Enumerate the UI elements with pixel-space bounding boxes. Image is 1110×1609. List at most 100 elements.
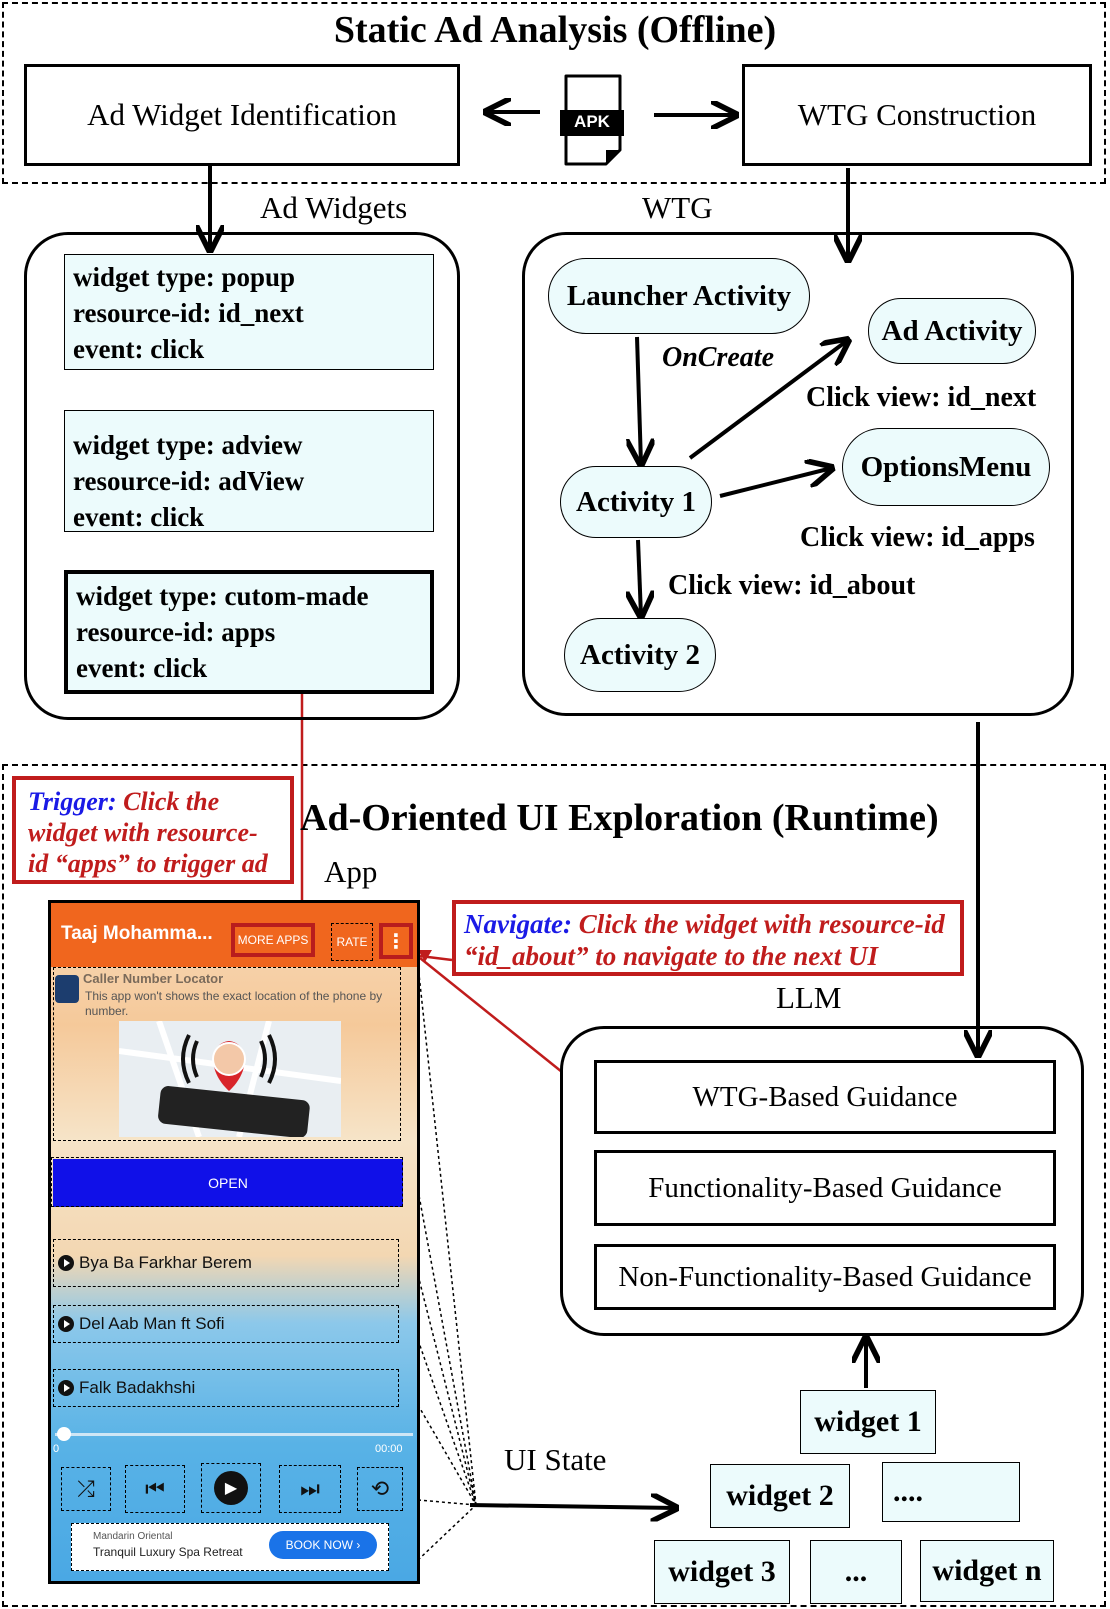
song-title: Falk Badakhshi: [79, 1378, 196, 1397]
guidance-non-functionality-based: Non-Functionality-Based Guidance: [594, 1244, 1056, 1310]
navigate-line-1: Navigate: Click the widget with resource…: [464, 908, 960, 940]
apk-file-icon: APK: [560, 74, 626, 166]
node-activity-2: Activity 2: [564, 618, 716, 692]
ad-container[interactable]: [53, 967, 401, 1141]
play-circle-icon: [58, 1255, 74, 1271]
previous-button[interactable]: ⏮: [125, 1465, 185, 1513]
edge-launcher-activity1: [637, 336, 641, 464]
app-screenshot: Taaj Mohamma... MORE APPS RATE ⋮ Caller …: [48, 900, 420, 1584]
shuffle-button[interactable]: ⤮: [61, 1467, 111, 1511]
shuffle-icon: ⤮: [77, 1476, 95, 1501]
app-label: App: [324, 854, 378, 889]
card-line: resource-id: adView: [73, 466, 305, 496]
red-navigate-arrowhead: [418, 950, 432, 962]
llm-label: LLM: [776, 980, 842, 1015]
card-line: widget type: adview: [73, 430, 303, 460]
edge-activity1-ad: [688, 340, 848, 460]
card-line: event: click: [73, 334, 205, 364]
ad-description: This app won't shows the exact location …: [85, 989, 383, 1018]
edge-activity1-activity2: [638, 539, 641, 616]
static-title: Static Ad Analysis (Offline): [333, 9, 777, 51]
repeat-icon: ⟲: [370, 1476, 390, 1501]
ui-widget-2: widget 2: [710, 1464, 850, 1528]
apk-label: APK: [574, 112, 610, 131]
trigger-line-1: Trigger: Click the: [28, 786, 290, 817]
seek-thumb[interactable]: [57, 1427, 71, 1441]
trigger-line-3: id “apps” to trigger ad: [28, 849, 268, 878]
banner-brand: Mandarin Oriental: [93, 1531, 173, 1542]
ad-open-button[interactable]: OPEN: [53, 1159, 403, 1207]
node-options-menu: OptionsMenu: [842, 428, 1050, 506]
node-ad-activity: Ad Activity: [868, 298, 1036, 364]
edge-label-click-about: Click view: id_about: [668, 570, 916, 601]
ui-widget-more-1: ....: [882, 1462, 1020, 1522]
card-line: widget type: popup: [73, 262, 296, 292]
ad-widgets-panel: [24, 232, 460, 720]
rate-button[interactable]: RATE: [331, 923, 373, 961]
red-navigate-line-to-llm: [419, 957, 563, 1073]
navigate-callout: Navigate: Click the widget with resource…: [452, 900, 964, 976]
more-apps-button[interactable]: MORE APPS: [231, 923, 315, 957]
ui-widget-n: widget n: [920, 1540, 1054, 1602]
song-item-3[interactable]: Falk Badakhshi: [53, 1369, 399, 1407]
edge-label-click-apps: Click view: id_apps: [800, 522, 1035, 553]
wtg-label: WTG: [642, 190, 713, 225]
widget-card-custom: widget type: cutom-made resource-id: app…: [64, 570, 434, 694]
runtime-title: Ad-Oriented UI Exploration (Runtime): [300, 797, 939, 839]
guidance-wtg-based: WTG-Based Guidance: [594, 1060, 1056, 1134]
node-activity-1: Activity 1: [560, 466, 712, 538]
play-button[interactable]: ▶: [201, 1463, 261, 1513]
trigger-line-2: widget with resource-: [28, 818, 258, 847]
app-title: Taaj Mohamma...: [61, 923, 213, 944]
node-launcher-activity: Launcher Activity: [548, 258, 810, 334]
card-line: widget type: cutom-made: [76, 581, 369, 611]
banner-text: Tranquil Luxury Spa Retreat: [93, 1545, 243, 1559]
repeat-button[interactable]: ⟲: [357, 1467, 403, 1511]
open-button-outline: [51, 1157, 403, 1207]
edge-label-oncreate: OnCreate: [662, 342, 774, 373]
runtime-region: [2, 764, 1106, 1607]
wtg-panel: [522, 232, 1074, 716]
ad-image: [118, 1020, 342, 1138]
navigate-prefix: Navigate:: [464, 909, 572, 939]
play-circle-icon: [58, 1316, 74, 1332]
banner-book-button[interactable]: BOOK NOW ›: [269, 1531, 377, 1559]
edge-label-click-next: Click view: id_next: [806, 382, 1037, 413]
seek-bar[interactable]: [55, 1433, 413, 1436]
song-item-1[interactable]: Bya Ba Farkhar Berem: [53, 1239, 399, 1287]
navigate-line-2: “id_about” to navigate to the next UI: [464, 941, 879, 971]
song-item-2[interactable]: Del Aab Man ft Sofi: [53, 1305, 399, 1343]
trigger-line-1-rest: Click the: [116, 787, 220, 816]
card-line: resource-id: apps: [76, 617, 276, 647]
ad-title: Caller Number Locator: [83, 971, 224, 986]
skip-next-icon: ⏭: [300, 1476, 320, 1501]
widget-card-popup: widget type: popup resource-id: id_next …: [64, 254, 434, 370]
time-end: 00:00: [375, 1443, 403, 1455]
arrow-ui-state-to-widgets: [469, 1505, 676, 1508]
ui-state-label: UI State: [504, 1442, 607, 1477]
time-start: 0: [53, 1443, 60, 1455]
ui-widget-3: widget 3: [654, 1540, 790, 1604]
overflow-menu-button[interactable]: ⋮: [379, 923, 413, 959]
card-line: resource-id: id_next: [73, 298, 304, 328]
next-button[interactable]: ⏭: [279, 1465, 341, 1513]
guidance-functionality-based: Functionality-Based Guidance: [594, 1150, 1056, 1226]
edge-activity1-options: [719, 468, 832, 498]
trigger-prefix: Trigger:: [28, 787, 117, 816]
skip-previous-icon: ⏮: [145, 1476, 165, 1501]
llm-panel: [560, 1026, 1084, 1336]
play-icon: ▶: [214, 1471, 248, 1505]
static-analysis-region: [2, 2, 1106, 184]
ad-app-icon: [55, 975, 79, 1003]
navigate-line-1-rest: Click the widget with resource-id: [571, 909, 945, 939]
card-line: event: click: [73, 502, 205, 532]
widget-card-adview: widget type: adview resource-id: adView …: [64, 410, 434, 532]
play-circle-icon: [58, 1380, 74, 1396]
wtg-construction-box: WTG Construction: [742, 64, 1092, 166]
ad-widget-identification-box: Ad Widget Identification: [24, 64, 460, 166]
ui-widget-1: widget 1: [800, 1390, 936, 1454]
ad-widgets-label: Ad Widgets: [260, 190, 408, 225]
trigger-callout: Trigger: Click the widget with resource-…: [12, 776, 294, 884]
ui-widget-more-2: ...: [810, 1540, 902, 1604]
